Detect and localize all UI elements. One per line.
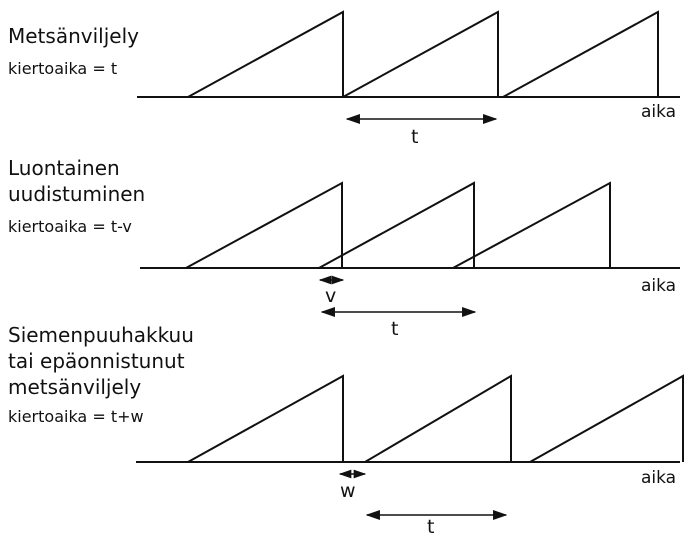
panel-2-title-line-2: uudistuminen	[8, 182, 146, 206]
panel-2-t-label: t	[391, 318, 399, 340]
panel-3-title-line-3: metsänviljely	[8, 375, 142, 399]
panel-2-rotation-label: kiertoaika = t-v	[8, 217, 132, 236]
growth-cycle-2	[364, 374, 512, 463]
panel-2-title-line-1: Luontainen	[8, 156, 120, 180]
panel-2-axis-label: aika	[641, 276, 677, 296]
growth-cycle-3	[452, 181, 611, 269]
panel-2-v-label: v	[325, 285, 337, 307]
panel-3-t-label: t	[427, 516, 435, 538]
panel-3-rotation-label: kiertoaika = t+w	[8, 407, 144, 426]
growth-cycle-3	[529, 374, 684, 463]
panel-1-graph	[137, 10, 680, 125]
panel-2-graph	[140, 181, 680, 318]
growth-cycle-1	[187, 10, 344, 98]
panel-1-axis-label: aika	[641, 102, 677, 122]
panel-3-title-line-1: Siemenpuuhakkuu	[8, 323, 194, 347]
growth-cycle-3	[502, 10, 659, 98]
panel-1-title: Metsänviljely	[8, 24, 139, 48]
growth-cycle-1	[185, 181, 343, 269]
panel-3-w-label: w	[340, 480, 356, 502]
growth-cycle-2	[318, 181, 475, 269]
panel-3-graph	[136, 374, 684, 521]
panel-3-axis-label: aika	[641, 468, 677, 488]
growth-cycle-2	[342, 10, 499, 98]
panel-1-t-label: t	[411, 126, 419, 148]
panel-1-rotation-label: kiertoaika = t	[8, 59, 118, 78]
panel-3-title-line-2: tai epäonnistunut	[8, 349, 185, 373]
growth-cycle-1	[187, 374, 344, 463]
